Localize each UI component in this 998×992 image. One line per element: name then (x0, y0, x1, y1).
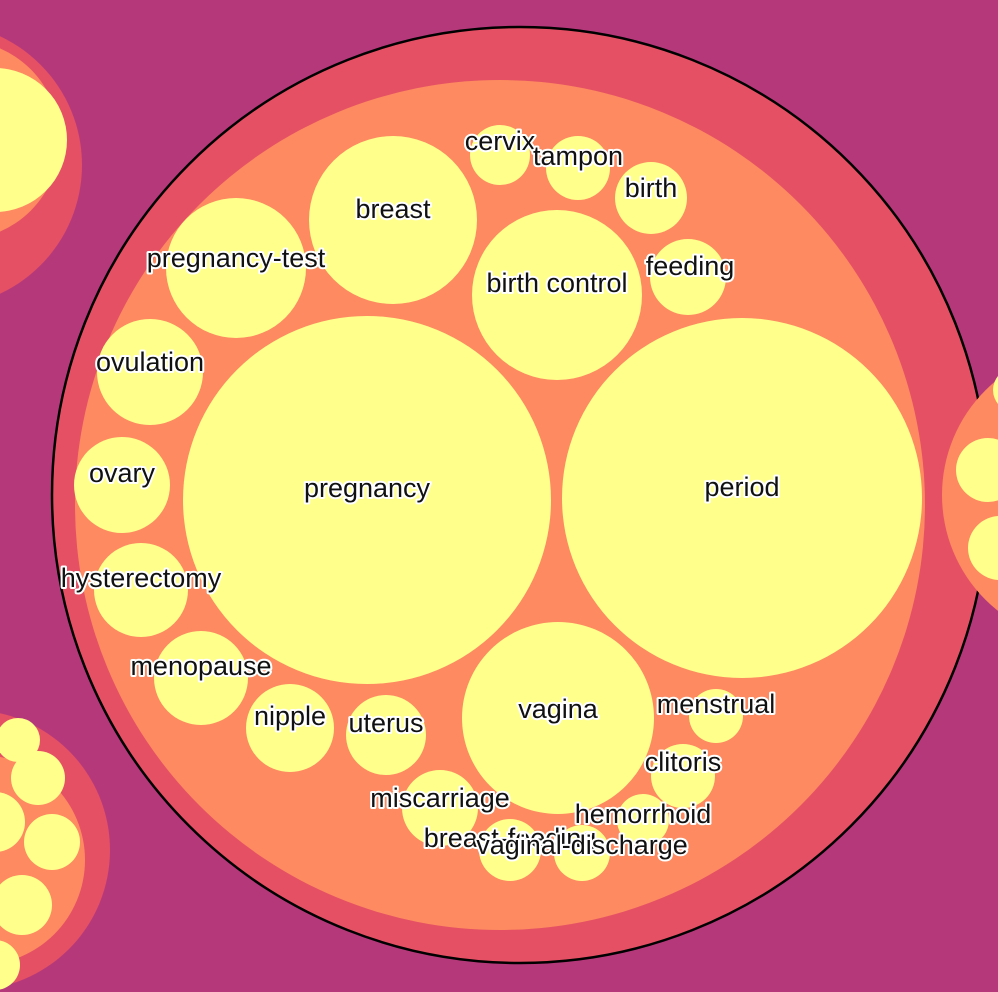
bubble-label-uterus: uterus (348, 708, 423, 738)
bubble-circle[interactable] (166, 198, 306, 338)
bubble-label-feeding: feeding (646, 251, 735, 281)
bubble-circle[interactable] (650, 239, 726, 315)
bubble-vaginal-discharge[interactable] (554, 825, 610, 881)
bubble-hemorrhoid[interactable] (617, 794, 669, 846)
neighbor-leaf-circle[interactable] (0, 875, 52, 935)
bubble-label-menstrual: menstrual (657, 689, 776, 719)
bubble-circle[interactable] (402, 770, 478, 846)
neighbor-leaf-circle[interactable] (0, 940, 20, 990)
bubble-label-breast-feeding: breast-feeding (424, 823, 597, 853)
neighbor-leaf-circle[interactable] (956, 438, 998, 502)
bubble-breast-feeding[interactable] (479, 819, 541, 881)
bubble-label-birth-control: birth control (486, 268, 627, 298)
bubble-label-clitoris: clitoris (645, 747, 722, 777)
bubble-label-vagina: vagina (518, 694, 599, 724)
bubble-circle[interactable] (346, 695, 426, 775)
bubble-label-period: period (704, 472, 779, 502)
bubble-birth-control[interactable] (472, 210, 642, 380)
bubble-circle[interactable] (546, 136, 610, 200)
bubble-nipple[interactable] (246, 684, 334, 772)
bubble-circle[interactable] (246, 684, 334, 772)
neighbor-leaf-circle[interactable] (968, 516, 998, 580)
bubble-circle[interactable] (74, 437, 170, 533)
bubble-period[interactable] (562, 318, 922, 678)
bubble-label-ovulation: ovulation (96, 347, 204, 377)
bubble-label-cervix: cervix (465, 126, 536, 156)
neighbor-leaf-circle[interactable] (0, 718, 40, 762)
bubble-circle[interactable] (689, 689, 743, 743)
bubble-label-menopause: menopause (130, 651, 271, 681)
bubble-breast[interactable] (309, 136, 477, 304)
bubble-birth[interactable] (615, 162, 687, 234)
bubble-menopause[interactable] (154, 631, 248, 725)
bubble-label-tampon: tampon (533, 141, 623, 171)
bubble-circle[interactable] (462, 622, 654, 814)
bubble-pregnancy-test[interactable] (166, 198, 306, 338)
bubble-label-nipple: nipple (254, 701, 326, 731)
bubble-label-vaginal-discharge: vaginal-discharge (476, 830, 688, 860)
neighbor-leaf-circle[interactable] (0, 68, 67, 212)
bubble-circle[interactable] (479, 819, 541, 881)
bubble-tampon[interactable] (546, 136, 610, 200)
bubble-circle[interactable] (309, 136, 477, 304)
bubble-circle[interactable] (154, 631, 248, 725)
bubble-circle[interactable] (615, 162, 687, 234)
bubble-feeding[interactable] (650, 239, 726, 315)
bubble-pregnancy[interactable] (183, 316, 551, 684)
bubble-label-hysterectomy: hysterectomy (61, 563, 222, 593)
bubble-miscarriage[interactable] (402, 770, 478, 846)
bubble-circle[interactable] (651, 744, 715, 808)
bubble-circle[interactable] (97, 319, 203, 425)
neighbor-leaf-circle[interactable] (993, 368, 998, 412)
bubble-ovary[interactable] (74, 437, 170, 533)
neighbor-leaf-circle[interactable] (11, 751, 65, 805)
neighbor-leaf-circle[interactable] (24, 814, 80, 870)
bubble-label-hemorrhoid: hemorrhoid (575, 799, 712, 829)
bubble-vagina[interactable] (462, 622, 654, 814)
bubble-menstrual[interactable] (689, 689, 743, 743)
neighbor-leaf-circle[interactable] (0, 792, 25, 852)
bubble-label-pregnancy-test: pregnancy-test (147, 243, 326, 273)
bubble-circle[interactable] (94, 543, 188, 637)
bubble-label-breast: breast (355, 194, 431, 224)
bubble-label-birth: birth (625, 173, 678, 203)
bubble-label-pregnancy: pregnancy (304, 473, 431, 503)
bubble-ovulation[interactable] (97, 319, 203, 425)
bubble-circle[interactable] (470, 125, 530, 185)
bubble-circle[interactable] (472, 210, 642, 380)
bubble-circle[interactable] (617, 794, 669, 846)
bubble-circle[interactable] (554, 825, 610, 881)
bubble-cervix[interactable] (470, 125, 530, 185)
bubble-label-miscarriage: miscarriage (370, 783, 510, 813)
bubble-clitoris[interactable] (651, 744, 715, 808)
bubble-circle[interactable] (562, 318, 922, 678)
bubble-label-ovary: ovary (89, 458, 156, 488)
bubble-hysterectomy[interactable] (94, 543, 188, 637)
bubble-uterus[interactable] (346, 695, 426, 775)
bubble-circle[interactable] (183, 316, 551, 684)
